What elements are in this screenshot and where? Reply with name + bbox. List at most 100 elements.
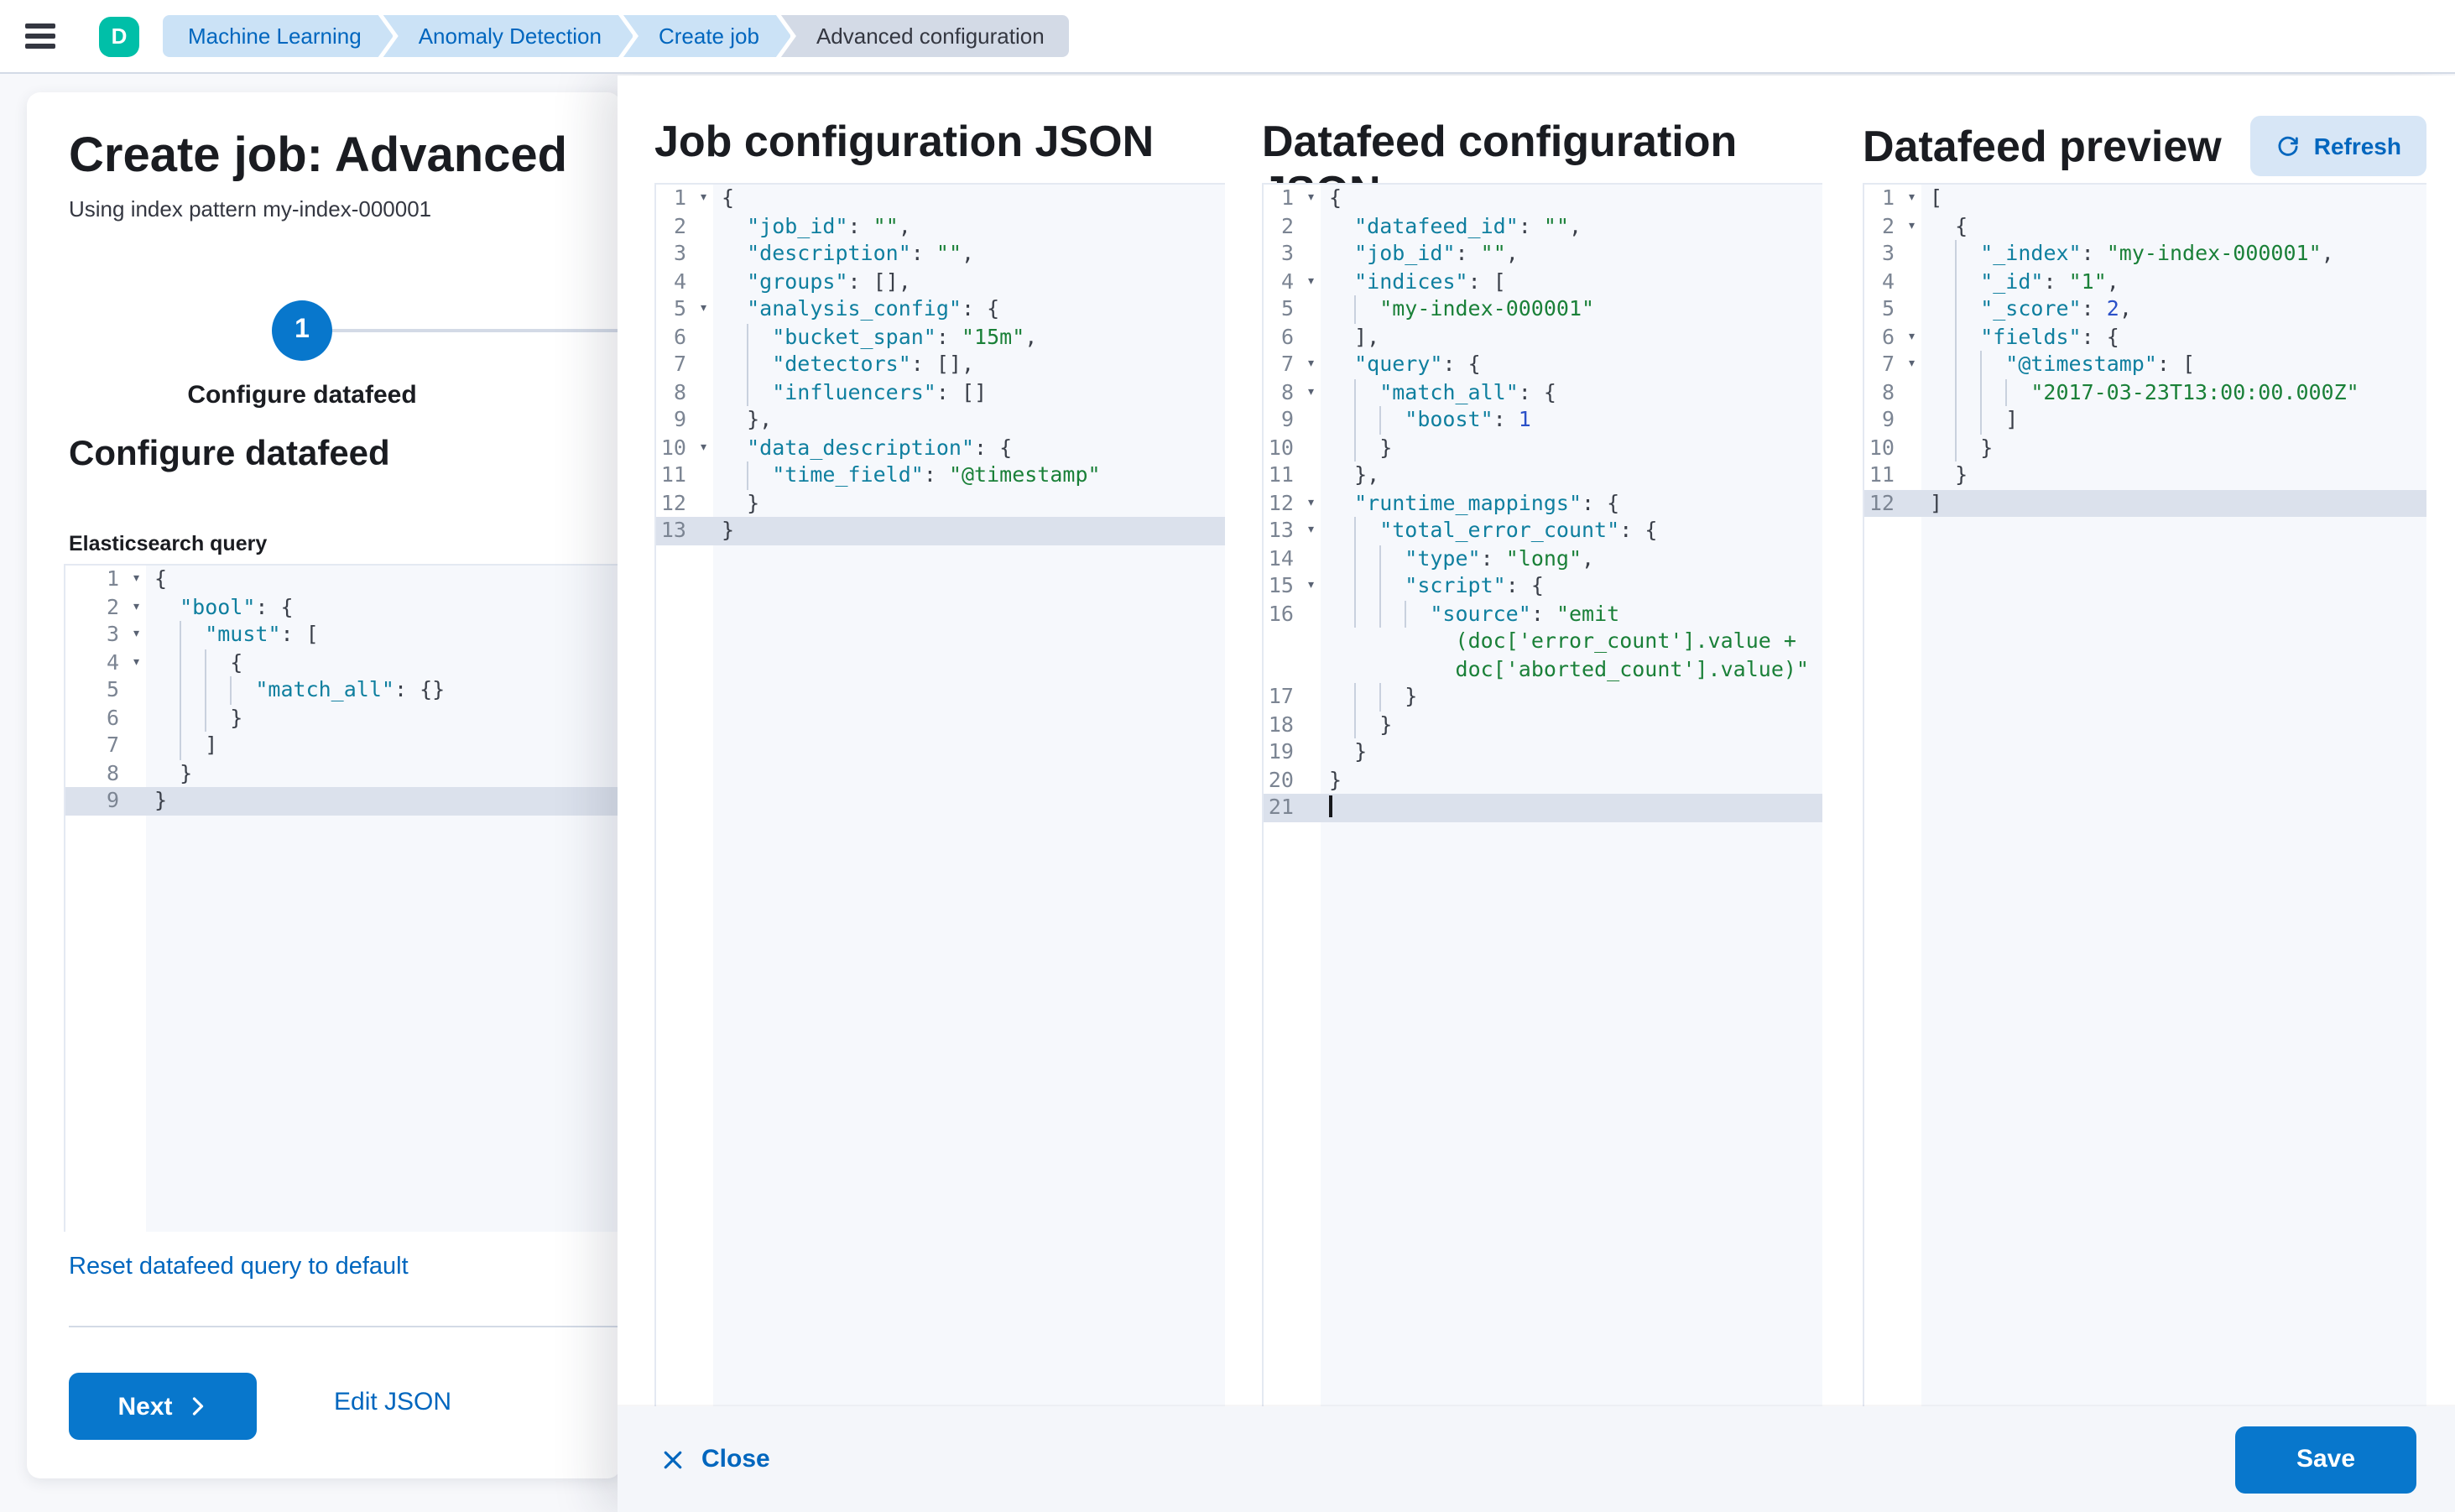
menu-icon[interactable]	[25, 23, 55, 49]
code-line[interactable]: 13}	[656, 517, 1225, 545]
fold-toggle-icon[interactable]: ▾	[1306, 577, 1316, 594]
fold-toggle-icon[interactable]: ▾	[1907, 356, 1916, 373]
code-line[interactable]: 4▾"indices": [	[1264, 268, 1822, 295]
code-line[interactable]: 8"2017-03-23T13:00:00.000Z"	[1864, 378, 2426, 406]
fold-toggle-icon[interactable]: ▾	[1907, 217, 1916, 234]
step-indicator[interactable]: 1	[272, 300, 332, 361]
code-line[interactable]: 3"_index": "my-index-000001",	[1864, 240, 2426, 268]
fold-toggle-icon[interactable]: ▾	[1306, 494, 1316, 511]
code-line[interactable]: 12]	[1864, 489, 2426, 517]
code-line[interactable]: 10}	[1864, 434, 2426, 461]
code-line[interactable]: 7"detectors": [],	[656, 351, 1225, 378]
code-line[interactable]: 5"my-index-000001"	[1264, 295, 1822, 323]
code-line[interactable]: 9},	[656, 406, 1225, 434]
code-line[interactable]: 10}	[1264, 434, 1822, 461]
code-line[interactable]: 13▾"total_error_count": {	[1264, 517, 1822, 545]
code-line[interactable]: 4▾{	[65, 649, 621, 676]
fold-toggle-icon[interactable]: ▾	[1907, 190, 1916, 206]
code-line[interactable]: 19}	[1264, 738, 1822, 766]
code-line[interactable]: 21	[1264, 794, 1822, 821]
breadcrumb-create-job[interactable]: Create job	[623, 15, 791, 57]
code-line[interactable]: 17}	[1264, 683, 1822, 711]
code-line[interactable]: 9"boost": 1	[1264, 406, 1822, 434]
code-line[interactable]: 7]	[65, 732, 621, 759]
datafeed-preview-editor[interactable]: 1▾[2▾{3"_index": "my-index-000001",4"_id…	[1863, 183, 2426, 1406]
code-line[interactable]: 4"_id": "1",	[1864, 268, 2426, 295]
code-line[interactable]: 15▾"script": {	[1264, 572, 1822, 600]
code-line[interactable]: (doc['error_count'].value +	[1264, 628, 1822, 655]
code-line[interactable]: 18}	[1264, 711, 1822, 738]
edit-json-link[interactable]: Edit JSON	[334, 1388, 452, 1416]
code-line[interactable]: 14"type": "long",	[1264, 545, 1822, 572]
fold-toggle-icon[interactable]: ▾	[132, 654, 141, 670]
code-line[interactable]: 1▾{	[1264, 185, 1822, 212]
elasticsearch-query-editor[interactable]: 1▾{2▾"bool": {3▾"must": [4▾{5"match_all"…	[64, 564, 621, 1232]
fold-toggle-icon[interactable]: ▾	[1306, 273, 1316, 289]
job-configuration-editor[interactable]: 1▾{2"job_id": "",3"description": "",4"gr…	[654, 183, 1225, 1406]
code-text: [	[1921, 185, 2426, 212]
fold-toggle-icon[interactable]: ▾	[1306, 356, 1316, 373]
datafeed-configuration-editor[interactable]: 1▾{2"datafeed_id": "",3"job_id": "",4▾"i…	[1262, 183, 1822, 1406]
line-number: 4	[656, 268, 713, 295]
save-button[interactable]: Save	[2235, 1426, 2416, 1493]
code-line[interactable]: 3"description": "",	[656, 240, 1225, 268]
code-line[interactable]: 2▾"bool": {	[65, 593, 621, 621]
code-line[interactable]: 9}	[65, 787, 621, 815]
code-line[interactable]: 2"datafeed_id": "",	[1264, 212, 1822, 240]
code-line[interactable]: 1▾[	[1864, 185, 2426, 212]
code-line[interactable]: 4"groups": [],	[656, 268, 1225, 295]
fold-toggle-icon[interactable]: ▾	[699, 300, 708, 317]
code-line[interactable]: 5"match_all": {}	[65, 676, 621, 704]
refresh-button[interactable]: Refresh	[2249, 116, 2426, 176]
avatar[interactable]: D	[99, 16, 139, 56]
editor-empty-area	[1264, 821, 1822, 1406]
fold-toggle-icon[interactable]: ▾	[132, 571, 141, 587]
fold-toggle-icon[interactable]: ▾	[699, 439, 708, 456]
code-line[interactable]: 8"influencers": []	[656, 378, 1225, 406]
fold-toggle-icon[interactable]: ▾	[132, 626, 141, 643]
code-line[interactable]: 8▾"match_all": {	[1264, 378, 1822, 406]
code-line[interactable]: 5"_score": 2,	[1864, 295, 2426, 323]
code-line[interactable]: 16"source": "emit	[1264, 600, 1822, 628]
code-line[interactable]: doc['aborted_count'].value)"	[1264, 655, 1822, 683]
code-line[interactable]: 1▾{	[656, 185, 1225, 212]
code-line[interactable]: 6"bucket_span": "15m",	[656, 323, 1225, 351]
fold-toggle-icon[interactable]: ▾	[132, 598, 141, 615]
next-button[interactable]: Next	[69, 1373, 257, 1440]
code-line[interactable]: 8}	[65, 759, 621, 787]
code-line[interactable]: 10▾"data_description": {	[656, 434, 1225, 461]
code-line[interactable]: 2▾{	[1864, 212, 2426, 240]
code-line[interactable]: 1▾{	[65, 566, 621, 593]
code-line[interactable]: 7▾"query": {	[1264, 351, 1822, 378]
code-line[interactable]: 11},	[1264, 461, 1822, 489]
reset-datafeed-query-link[interactable]: Reset datafeed query to default	[69, 1254, 409, 1280]
code-line[interactable]: 9]	[1864, 406, 2426, 434]
chevron-right-icon	[192, 1397, 203, 1416]
code-line[interactable]: 6],	[1264, 323, 1822, 351]
code-line[interactable]: 12}	[656, 489, 1225, 517]
code-line[interactable]: 6}	[65, 704, 621, 732]
breadcrumb-anomaly-detection[interactable]: Anomaly Detection	[383, 15, 633, 57]
top-bar: D Machine Learning Anomaly Detection Cre…	[0, 0, 2455, 74]
fold-toggle-icon[interactable]: ▾	[1907, 328, 1916, 345]
code-line[interactable]: 3"job_id": "",	[1264, 240, 1822, 268]
code-line[interactable]: 6▾"fields": {	[1864, 323, 2426, 351]
breadcrumb-machine-learning[interactable]: Machine Learning	[163, 15, 394, 57]
close-button[interactable]: Close	[661, 1445, 770, 1473]
fold-toggle-icon[interactable]: ▾	[699, 190, 708, 206]
code-line[interactable]: 7▾"@timestamp": [	[1864, 351, 2426, 378]
code-line[interactable]: 3▾"must": [	[65, 621, 621, 649]
fold-toggle-icon[interactable]: ▾	[1306, 190, 1316, 206]
code-line[interactable]: 20}	[1264, 766, 1822, 794]
code-line[interactable]: 5▾"analysis_config": {	[656, 295, 1225, 323]
code-line[interactable]: 11"time_field": "@timestamp"	[656, 461, 1225, 489]
advanced-configuration-flyout: Job configuration JSON 1▾{2"job_id": "",…	[618, 76, 2455, 1512]
fold-toggle-icon[interactable]: ▾	[1306, 522, 1316, 539]
code-line[interactable]: 2"job_id": "",	[656, 212, 1225, 240]
code-line[interactable]: 12▾"runtime_mappings": {	[1264, 489, 1822, 517]
fold-toggle-icon[interactable]: ▾	[1306, 383, 1316, 400]
code-text: ],	[1321, 323, 1822, 351]
code-line[interactable]: 11}	[1864, 461, 2426, 489]
line-number: 16	[1264, 600, 1321, 628]
code-text: "type": "long",	[1321, 545, 1822, 572]
